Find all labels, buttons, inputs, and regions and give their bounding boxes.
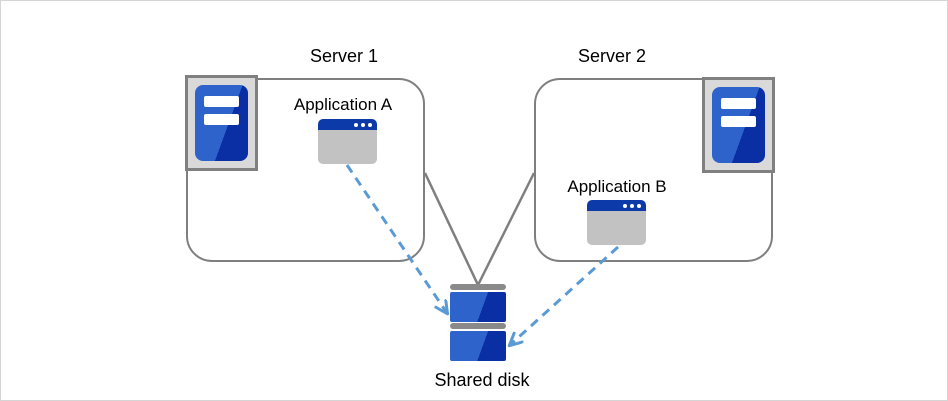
application-b-window-icon — [587, 200, 646, 245]
server1-label: Server 1 — [309, 46, 379, 66]
server2-tower-icon — [702, 77, 775, 173]
window-body — [587, 211, 646, 245]
disk-cap — [450, 284, 506, 290]
disk-cap — [450, 323, 506, 329]
shared-disk-icon — [450, 284, 506, 361]
application-b-label: Application B — [567, 177, 667, 196]
window-titlebar — [587, 200, 646, 211]
server2-to-disk-line — [476, 172, 536, 286]
application-a-label: Application A — [293, 95, 393, 114]
server-slot-bar — [204, 114, 239, 125]
window-dot-icon — [637, 203, 641, 208]
window-body — [318, 130, 377, 164]
window-dot-icon — [361, 122, 365, 127]
shared-disk-label: Shared disk — [434, 370, 530, 390]
server-slot-bar — [721, 116, 756, 127]
server-tower-body — [195, 85, 248, 161]
server1-tower-icon — [185, 75, 258, 171]
window-dot-icon — [368, 122, 372, 127]
disk-platter — [450, 292, 506, 322]
server-tower-body — [712, 87, 765, 163]
application-a-window-icon — [318, 119, 377, 164]
disk-platter — [450, 331, 506, 361]
server1-to-disk-line — [423, 172, 480, 286]
server2-label: Server 2 — [577, 46, 647, 66]
server-slot-bar — [721, 98, 756, 109]
window-dot-icon — [630, 203, 634, 208]
window-dot-icon — [354, 122, 358, 127]
window-dot-icon — [623, 203, 627, 208]
window-titlebar — [318, 119, 377, 130]
server-slot-bar — [204, 96, 239, 107]
